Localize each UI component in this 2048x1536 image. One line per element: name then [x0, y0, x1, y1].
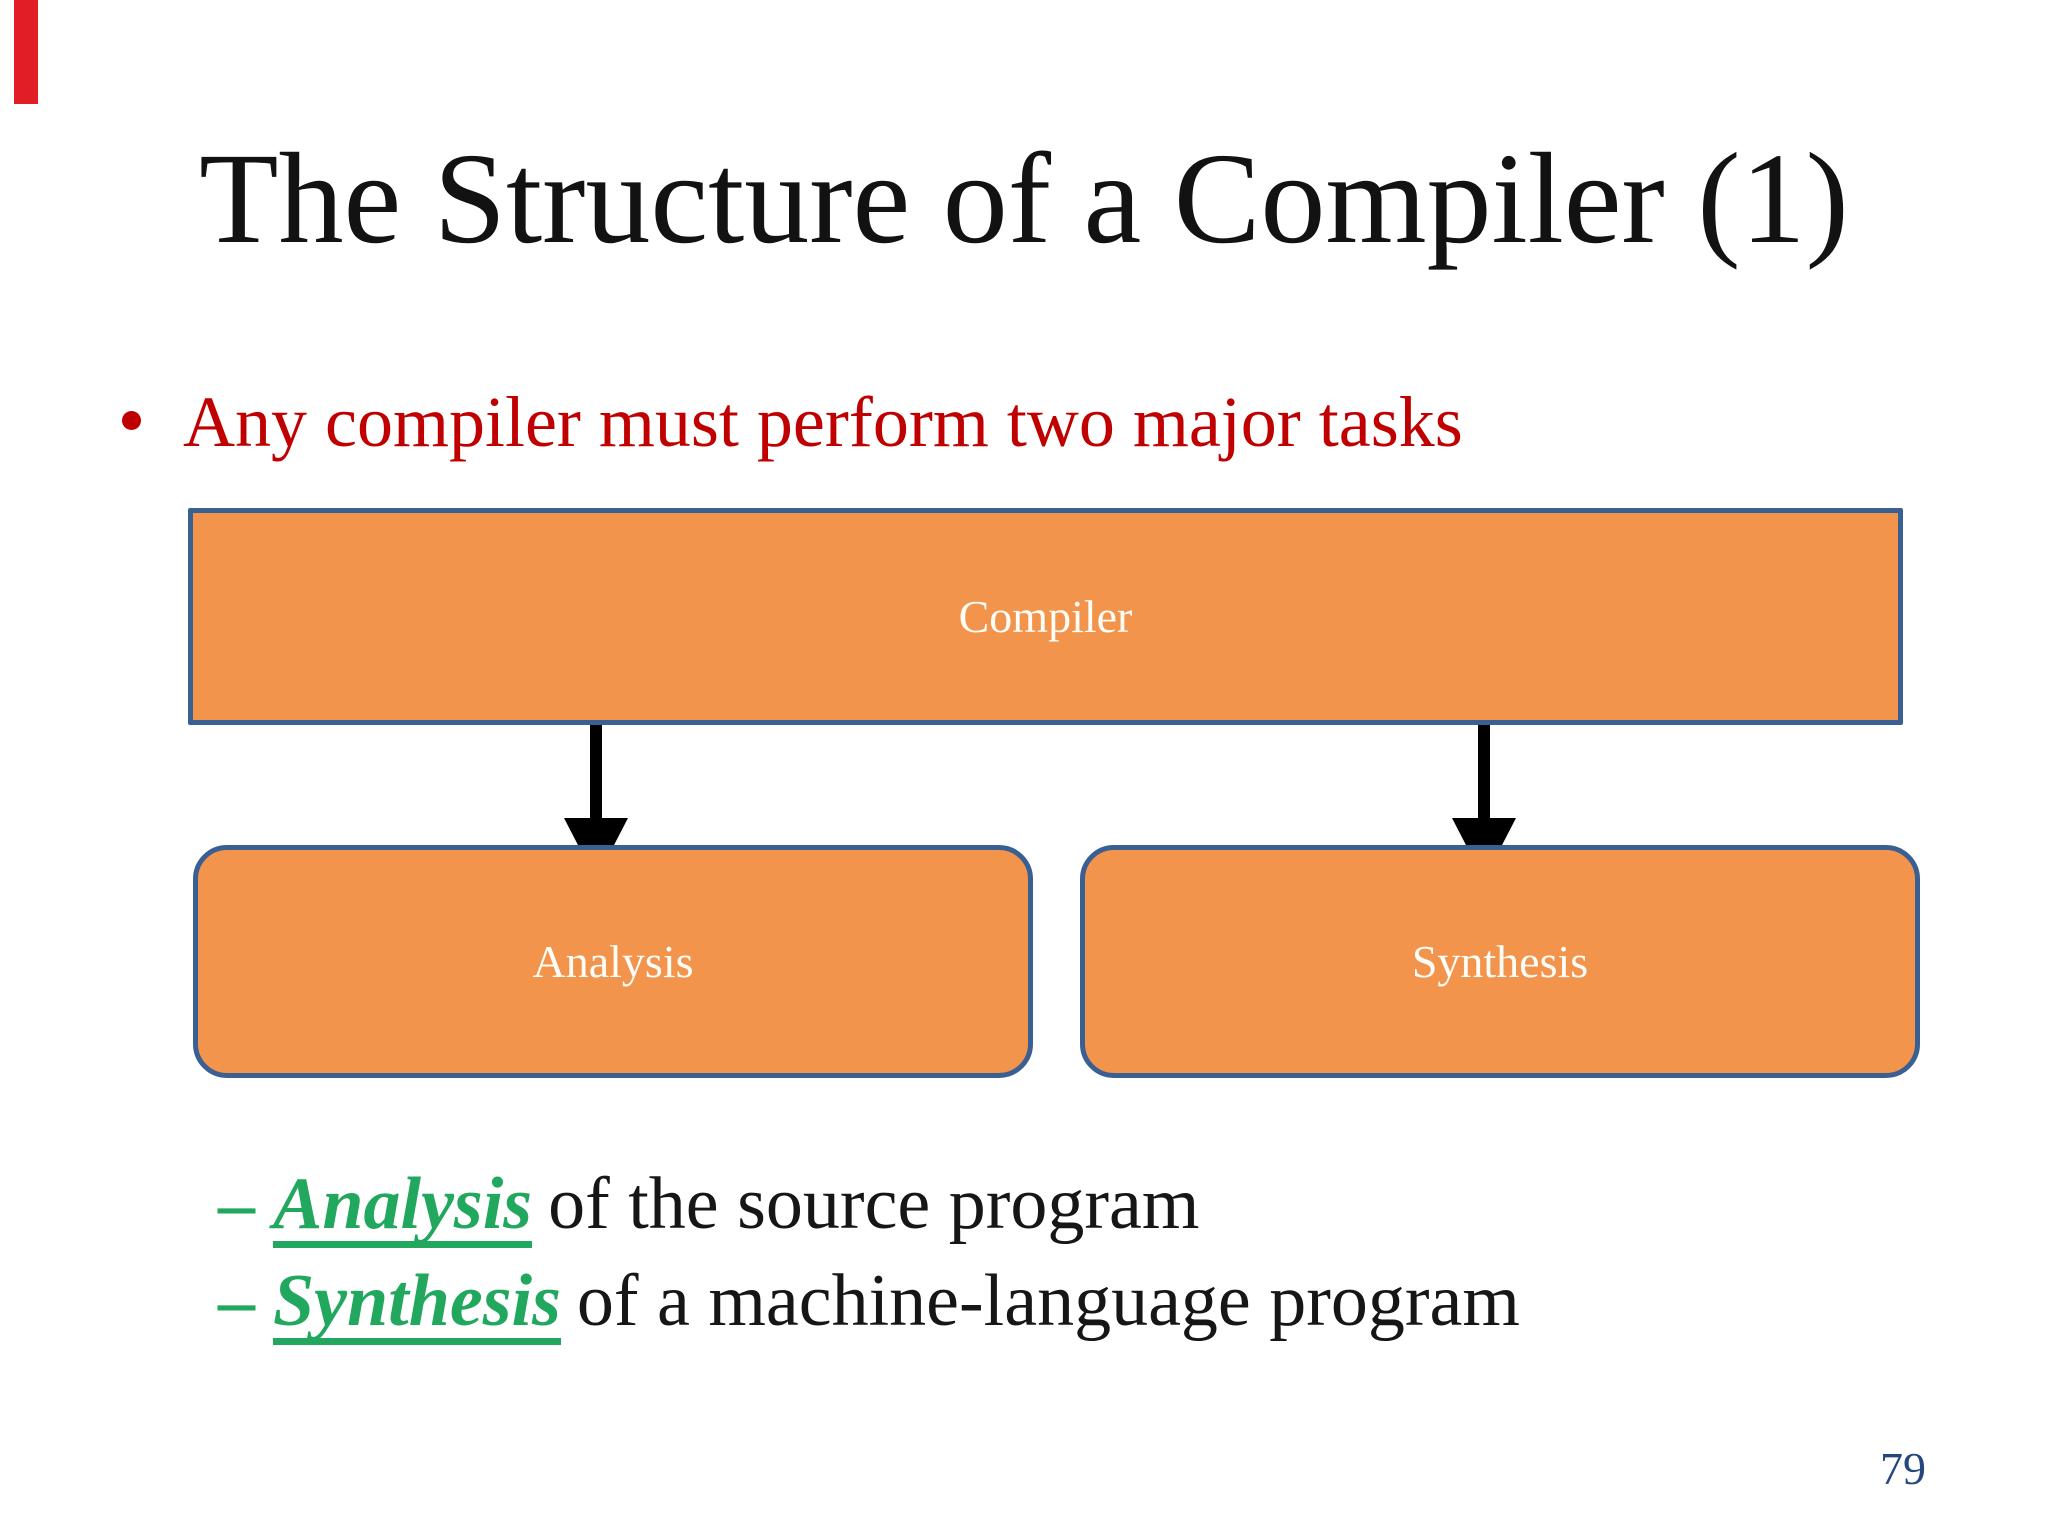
synthesis-box-label: Synthesis	[1411, 936, 1589, 987]
arrow-compiler-to-analysis-shaft	[590, 725, 602, 825]
synthesis-box: Synthesis	[1080, 845, 1920, 1078]
dash-bullet-icon: –	[218, 1260, 255, 1342]
synthesis-term: Synthesis	[273, 1264, 561, 1345]
page-number: 79	[1880, 1443, 1926, 1494]
arrow-compiler-to-synthesis-shaft	[1478, 725, 1490, 825]
analysis-term: Analysis	[273, 1167, 533, 1248]
compiler-box-label: Compiler	[958, 591, 1133, 642]
slide-title: The Structure of a Compiler (1)	[199, 127, 1849, 271]
bullet-dot-icon	[122, 411, 141, 430]
compiler-box: Compiler	[188, 508, 1903, 725]
analysis-term-rest: of the source program	[548, 1163, 1200, 1245]
red-corner-marker	[14, 0, 38, 104]
synthesis-term-rest: of a machine-language program	[576, 1260, 1520, 1342]
analysis-box-label: Analysis	[532, 936, 694, 987]
dash-bullet-icon: –	[218, 1163, 255, 1245]
analysis-box: Analysis	[193, 845, 1033, 1078]
main-bullet-text: Any compiler must perform two major task…	[183, 382, 1463, 462]
